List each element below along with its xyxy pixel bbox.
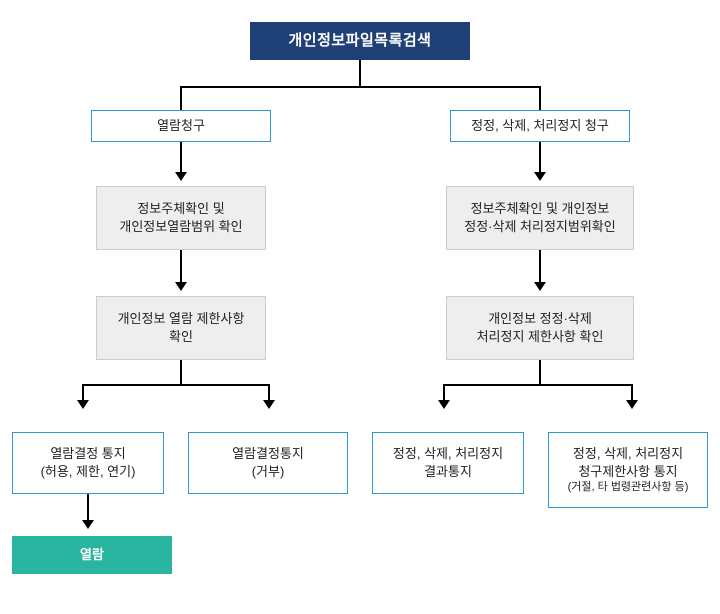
node-left-step2-line2: 확인	[169, 329, 193, 344]
connector-left-split-bar	[82, 384, 270, 386]
node-branch-left: 열람청구	[91, 110, 271, 142]
node-right-step1-line1: 정보주체확인 및 개인정보	[470, 201, 610, 217]
node-right-step2-text: 개인정보 정정·삭제 처리정지 제한사항 확인	[447, 310, 633, 345]
arrow-right-result3	[438, 400, 450, 409]
node-left-step2-text: 개인정보 열람 제한사항 확인	[97, 310, 265, 345]
node-result-2: 열람결정통지 (거부)	[188, 432, 348, 494]
node-final: 열람	[12, 536, 172, 574]
arrow-left-result1	[77, 400, 89, 409]
arrow-right-step2	[534, 282, 546, 291]
node-result-4-line2: 청구제한사항 통지	[578, 463, 678, 479]
connector-left-split-stem	[180, 360, 182, 386]
node-result-2-line1: 열람결정통지	[232, 446, 304, 462]
node-result-2-line2: (거부)	[251, 464, 285, 479]
node-left-step1: 정보주체확인 및 개인정보열람범위 확인	[96, 186, 266, 250]
connector-right-result4-drop	[631, 384, 633, 403]
node-result-1-line1: 열람결정 통지	[50, 446, 126, 462]
connector-right-split-stem	[539, 360, 541, 386]
node-left-step2-line1: 개인정보 열람 제한사항	[117, 311, 245, 327]
connector-left-step1	[180, 142, 182, 174]
connector-left-step2	[180, 250, 182, 284]
connector-title-split	[180, 86, 540, 88]
node-result-3: 정정, 삭제, 처리정지 결과통지	[372, 432, 524, 494]
connector-left-branch-drop	[180, 86, 182, 110]
arrow-left-step2	[175, 282, 187, 291]
node-right-step2-line1: 개인정보 정정·삭제	[488, 311, 592, 327]
node-branch-right: 정정, 삭제, 처리정지 청구	[450, 110, 630, 142]
node-left-step1-text: 정보주체확인 및 개인정보열람범위 확인	[97, 200, 265, 235]
connector-left-result2-drop	[268, 384, 270, 403]
connector-title-stem	[359, 60, 361, 88]
node-title-search: 개인정보파일목록검색	[250, 22, 470, 60]
arrow-right-step1	[534, 172, 546, 181]
node-result-4-line1: 정정, 삭제, 처리정지	[572, 446, 684, 462]
connector-final	[87, 494, 89, 522]
node-left-step2: 개인정보 열람 제한사항 확인	[96, 296, 266, 360]
arrow-left-step1	[175, 172, 187, 181]
node-right-step2-line2: 처리정지 제한사항 확인	[476, 329, 604, 344]
node-result-2-text: 열람결정통지 (거부)	[189, 445, 347, 480]
node-branch-left-label: 열람청구	[157, 118, 205, 134]
node-result-1-text: 열람결정 통지 (허용, 제한, 연기)	[13, 445, 163, 480]
node-result-3-line1: 정정, 삭제, 처리정지	[392, 446, 504, 462]
connector-right-step1	[539, 142, 541, 174]
node-result-4-line3: (거절, 타 법령관련사항 등)	[567, 481, 689, 494]
node-right-step1: 정보주체확인 및 개인정보 정정·삭제 처리정지범위확인	[446, 186, 634, 250]
connector-right-branch-drop	[539, 86, 541, 110]
node-right-step1-line2: 정정·삭제 처리정지범위확인	[464, 219, 616, 234]
node-left-step1-line2: 개인정보열람범위 확인	[119, 219, 243, 234]
connector-left-result1-drop	[82, 384, 84, 403]
node-result-4: 정정, 삭제, 처리정지 청구제한사항 통지 (거절, 타 법령관련사항 등)	[548, 432, 708, 508]
connector-right-result3-drop	[443, 384, 445, 403]
node-result-1-line2: (허용, 제한, 연기)	[40, 464, 136, 479]
node-right-step1-text: 정보주체확인 및 개인정보 정정·삭제 처리정지범위확인	[447, 200, 633, 235]
node-result-3-line2: 결과통지	[424, 464, 472, 479]
node-title-label: 개인정보파일목록검색	[288, 31, 432, 49]
node-right-step2: 개인정보 정정·삭제 처리정지 제한사항 확인	[446, 296, 634, 360]
arrow-final	[82, 520, 94, 529]
node-result-3-text: 정정, 삭제, 처리정지 결과통지	[373, 445, 523, 480]
connector-right-split-bar	[443, 384, 633, 386]
connector-right-step2	[539, 250, 541, 284]
node-final-label: 열람	[80, 547, 104, 563]
node-result-1: 열람결정 통지 (허용, 제한, 연기)	[12, 432, 164, 494]
node-branch-right-label: 정정, 삭제, 처리정지 청구	[471, 118, 609, 134]
arrow-left-result2	[263, 400, 275, 409]
node-result-4-text: 정정, 삭제, 처리정지 청구제한사항 통지 (거절, 타 법령관련사항 등)	[549, 445, 707, 495]
arrow-right-result4	[626, 400, 638, 409]
node-left-step1-line1: 정보주체확인 및	[137, 201, 225, 217]
